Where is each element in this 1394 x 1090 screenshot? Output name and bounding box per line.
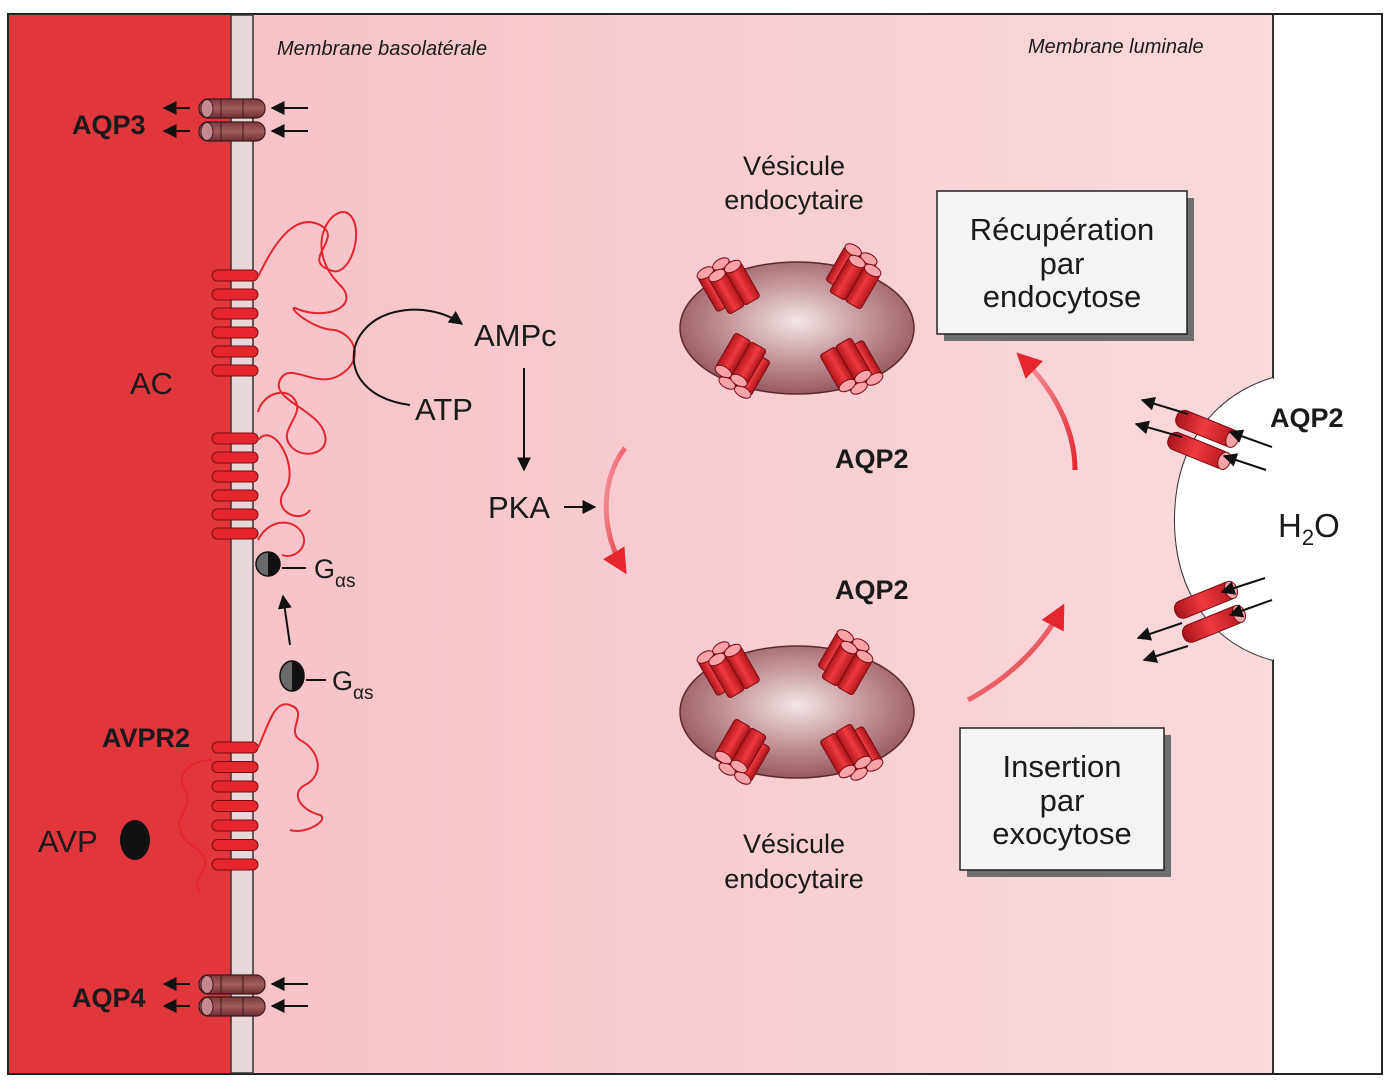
avpr2-loops: [257, 703, 324, 832]
membrane-basolateral-label: Membrane basolatérale: [277, 38, 487, 60]
basolateral-membrane: [230, 14, 254, 1074]
vesicle-lower: [679, 626, 915, 788]
endocytosis-arrow: [1016, 352, 1078, 471]
transmembrane-helix: [211, 269, 259, 282]
recuperation-line-3: endocytose: [983, 279, 1142, 314]
ac-loops: [257, 211, 358, 455]
ac-loops-2: [257, 434, 311, 517]
transmembrane-helix: [211, 839, 259, 851]
ac-label: AC: [130, 366, 173, 401]
transmembrane-helix: [211, 326, 259, 339]
membrane-luminale-label: Membrane luminale: [1028, 36, 1204, 58]
aqp2-luminal-label: AQP2: [1270, 403, 1344, 433]
insertion-line-3: exocytose: [992, 816, 1132, 851]
transmembrane-helix: [211, 489, 259, 502]
recuperation-line-1: Récupération: [970, 212, 1154, 247]
recuperation-box: Récupération par endocytose: [936, 190, 1194, 341]
luminal-aqp2-upper: [1134, 396, 1273, 472]
transmembrane-helix: [211, 451, 259, 464]
transmembrane-helix: [211, 761, 259, 773]
recuperation-line-2: par: [1040, 246, 1085, 281]
g-alpha-s-label-1: Gαs: [314, 554, 356, 592]
insertion-line-2: par: [1040, 783, 1085, 818]
aqp3-label: AQP3: [72, 110, 146, 140]
g-alpha-s-bound: [255, 551, 306, 577]
ac-helices: [211, 269, 259, 540]
g-alpha-s-free: [279, 660, 326, 692]
transmembrane-helix: [211, 800, 259, 812]
transmembrane-helix: [211, 858, 259, 871]
transmembrane-helix: [211, 364, 259, 377]
vesicle-upper-label-1: Vésicule: [743, 151, 845, 181]
luminal-aqp2-lower: [1136, 577, 1273, 663]
aqp2-upper-label: AQP2: [835, 444, 909, 474]
aqp3-channel: [162, 98, 308, 142]
transmembrane-helix: [211, 508, 259, 521]
g-protein-loop: [257, 521, 306, 557]
transmembrane-helix: [211, 819, 259, 832]
aqp4-channel: [162, 974, 308, 1017]
transmembrane-helix: [211, 741, 259, 754]
pka-red-arc: [602, 446, 627, 575]
vesicle-lower-label-2: endocytaire: [724, 864, 864, 894]
vesicle-upper: [679, 240, 915, 402]
vesicle-lower-label-1: Vésicule: [743, 829, 845, 859]
pka-label: PKA: [488, 490, 550, 525]
blood-compartment: [9, 15, 231, 1073]
transmembrane-helix: [211, 345, 259, 358]
insertion-box: Insertion par exocytose: [959, 727, 1171, 877]
avpr2-extracellular-loops: [178, 759, 213, 893]
h2o-label: H2O: [1278, 507, 1340, 550]
transmembrane-helix: [211, 527, 259, 540]
transmembrane-helix: [211, 432, 259, 445]
aqp2-lower-label: AQP2: [835, 575, 909, 605]
transmembrane-helix: [211, 470, 259, 483]
transmembrane-helix: [211, 307, 259, 320]
g-activation-arrow: [277, 594, 292, 646]
avpr2-label: AVPR2: [102, 723, 190, 753]
exocytosis-arrow: [966, 603, 1065, 703]
ampc-label: AMPc: [474, 318, 557, 353]
transmembrane-helix: [211, 288, 259, 301]
atp-to-ampc-arrow: [352, 308, 464, 406]
insertion-line-1: Insertion: [1003, 749, 1122, 784]
avp-molecule: [120, 820, 150, 860]
atp-label: ATP: [415, 392, 473, 427]
vesicle-upper-label-2: endocytaire: [724, 185, 864, 215]
g-alpha-s-label-2: Gαs: [332, 666, 374, 704]
avpr2-helices: [211, 741, 259, 871]
avp-label: AVP: [38, 824, 98, 859]
aqp4-label: AQP4: [72, 983, 146, 1013]
transmembrane-helix: [211, 780, 259, 793]
